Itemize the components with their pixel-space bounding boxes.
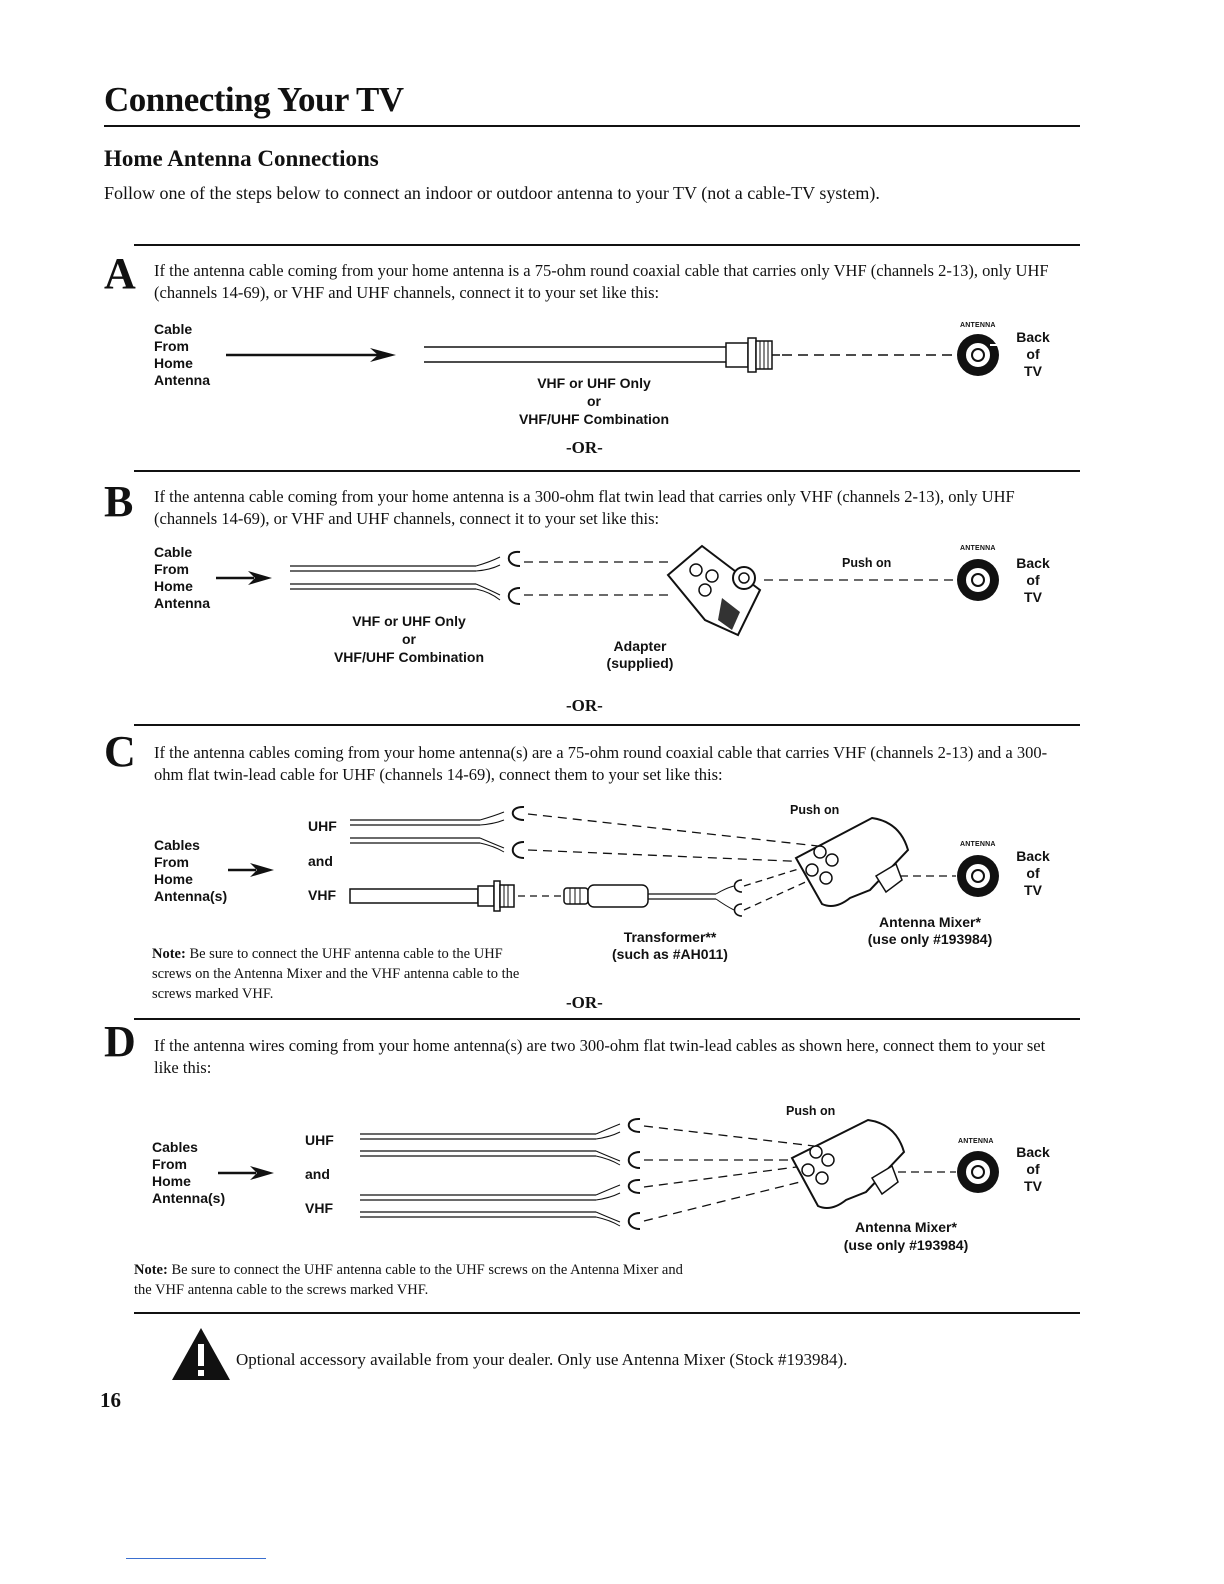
transformer-label: Transformer**(such as #AH011) <box>612 929 728 962</box>
push-on-label: Push on <box>842 556 892 570</box>
step-d-instructions: If the antenna wires coming from your ho… <box>154 1036 1046 1077</box>
section-heading: Home Antenna Connections <box>104 146 379 171</box>
warning-triangle-icon <box>172 1328 230 1380</box>
twin-lead-cable-icon <box>360 1117 641 1169</box>
page-title: Connecting Your TV <box>104 80 404 119</box>
step-c-instructions: If the antenna cables coming from your h… <box>154 743 1048 784</box>
title-rule <box>104 125 1080 127</box>
step-d-note: Note: Be sure to connect the UHF antenna… <box>134 1262 683 1298</box>
step-a-instructions: If the antenna cable coming from your ho… <box>154 261 1049 302</box>
tv-antenna-jack-icon <box>957 334 999 376</box>
tv-antenna-jack-icon <box>957 855 999 897</box>
or-separator: -OR- <box>566 696 603 715</box>
step-d-rule <box>134 1018 1080 1020</box>
antenna-mixer-icon <box>790 1118 906 1209</box>
footnote-text: Optional accessory available from your d… <box>236 1350 848 1369</box>
step-b-instructions: If the antenna cable coming from your ho… <box>154 487 1015 528</box>
arrow-icon <box>218 1166 274 1180</box>
arrow-icon <box>216 571 272 585</box>
twin-lead-cable-icon <box>290 550 521 605</box>
twin-lead-cable-icon <box>360 1178 641 1230</box>
step-c-note: Note: Be sure to connect the UHF antenna… <box>152 946 520 1002</box>
arrow-icon <box>226 348 396 362</box>
step-c-rule <box>134 724 1080 726</box>
step-a-rule <box>134 244 1080 246</box>
bottom-link-line <box>126 1558 266 1559</box>
coax-cable-icon <box>424 337 780 373</box>
and-label: and <box>305 1166 330 1182</box>
tv-antenna-jack-icon <box>957 1151 999 1193</box>
and-label: and <box>308 853 333 869</box>
vhf-label: VHF <box>305 1200 333 1216</box>
or-separator: -OR- <box>566 993 603 1012</box>
twin-lead-cable-icon <box>350 805 525 859</box>
adapter-icon <box>666 544 762 637</box>
antenna-mixer-icon <box>794 816 910 907</box>
antenna-jack-tag: ANTENNA <box>958 1138 994 1145</box>
uhf-label: UHF <box>308 818 337 834</box>
antenna-jack-tag: ANTENNA <box>960 841 996 848</box>
antenna-jack-tag: ANTENNA <box>960 322 996 329</box>
mixer-label: Antenna Mixer*(use only #193984) <box>867 914 993 947</box>
coax-cable-icon <box>349 880 515 912</box>
footer-rule <box>134 1312 1080 1314</box>
step-b-rule <box>134 470 1080 472</box>
step-c-letter: C <box>104 727 136 776</box>
push-on-label: Push on <box>790 803 840 817</box>
antenna-jack-tag: ANTENNA <box>960 545 996 552</box>
page-number: 16 <box>100 1388 121 1412</box>
uhf-label: UHF <box>305 1132 334 1148</box>
push-on-label: Push on <box>786 1104 836 1118</box>
transformer-icon <box>563 879 743 917</box>
step-b-letter: B <box>104 477 134 526</box>
intro-text: Follow one of the steps below to connect… <box>104 183 880 203</box>
adapter-label: Adapter(supplied) <box>606 638 674 671</box>
arrow-icon <box>228 863 274 877</box>
vhf-label: VHF <box>308 887 336 903</box>
tv-antenna-jack-icon <box>957 559 999 601</box>
step-a-letter: A <box>104 249 136 298</box>
mixer-label: Antenna Mixer*(use only #193984) <box>843 1219 969 1253</box>
step-d-letter: D <box>104 1017 136 1066</box>
or-separator: -OR- <box>566 438 603 457</box>
